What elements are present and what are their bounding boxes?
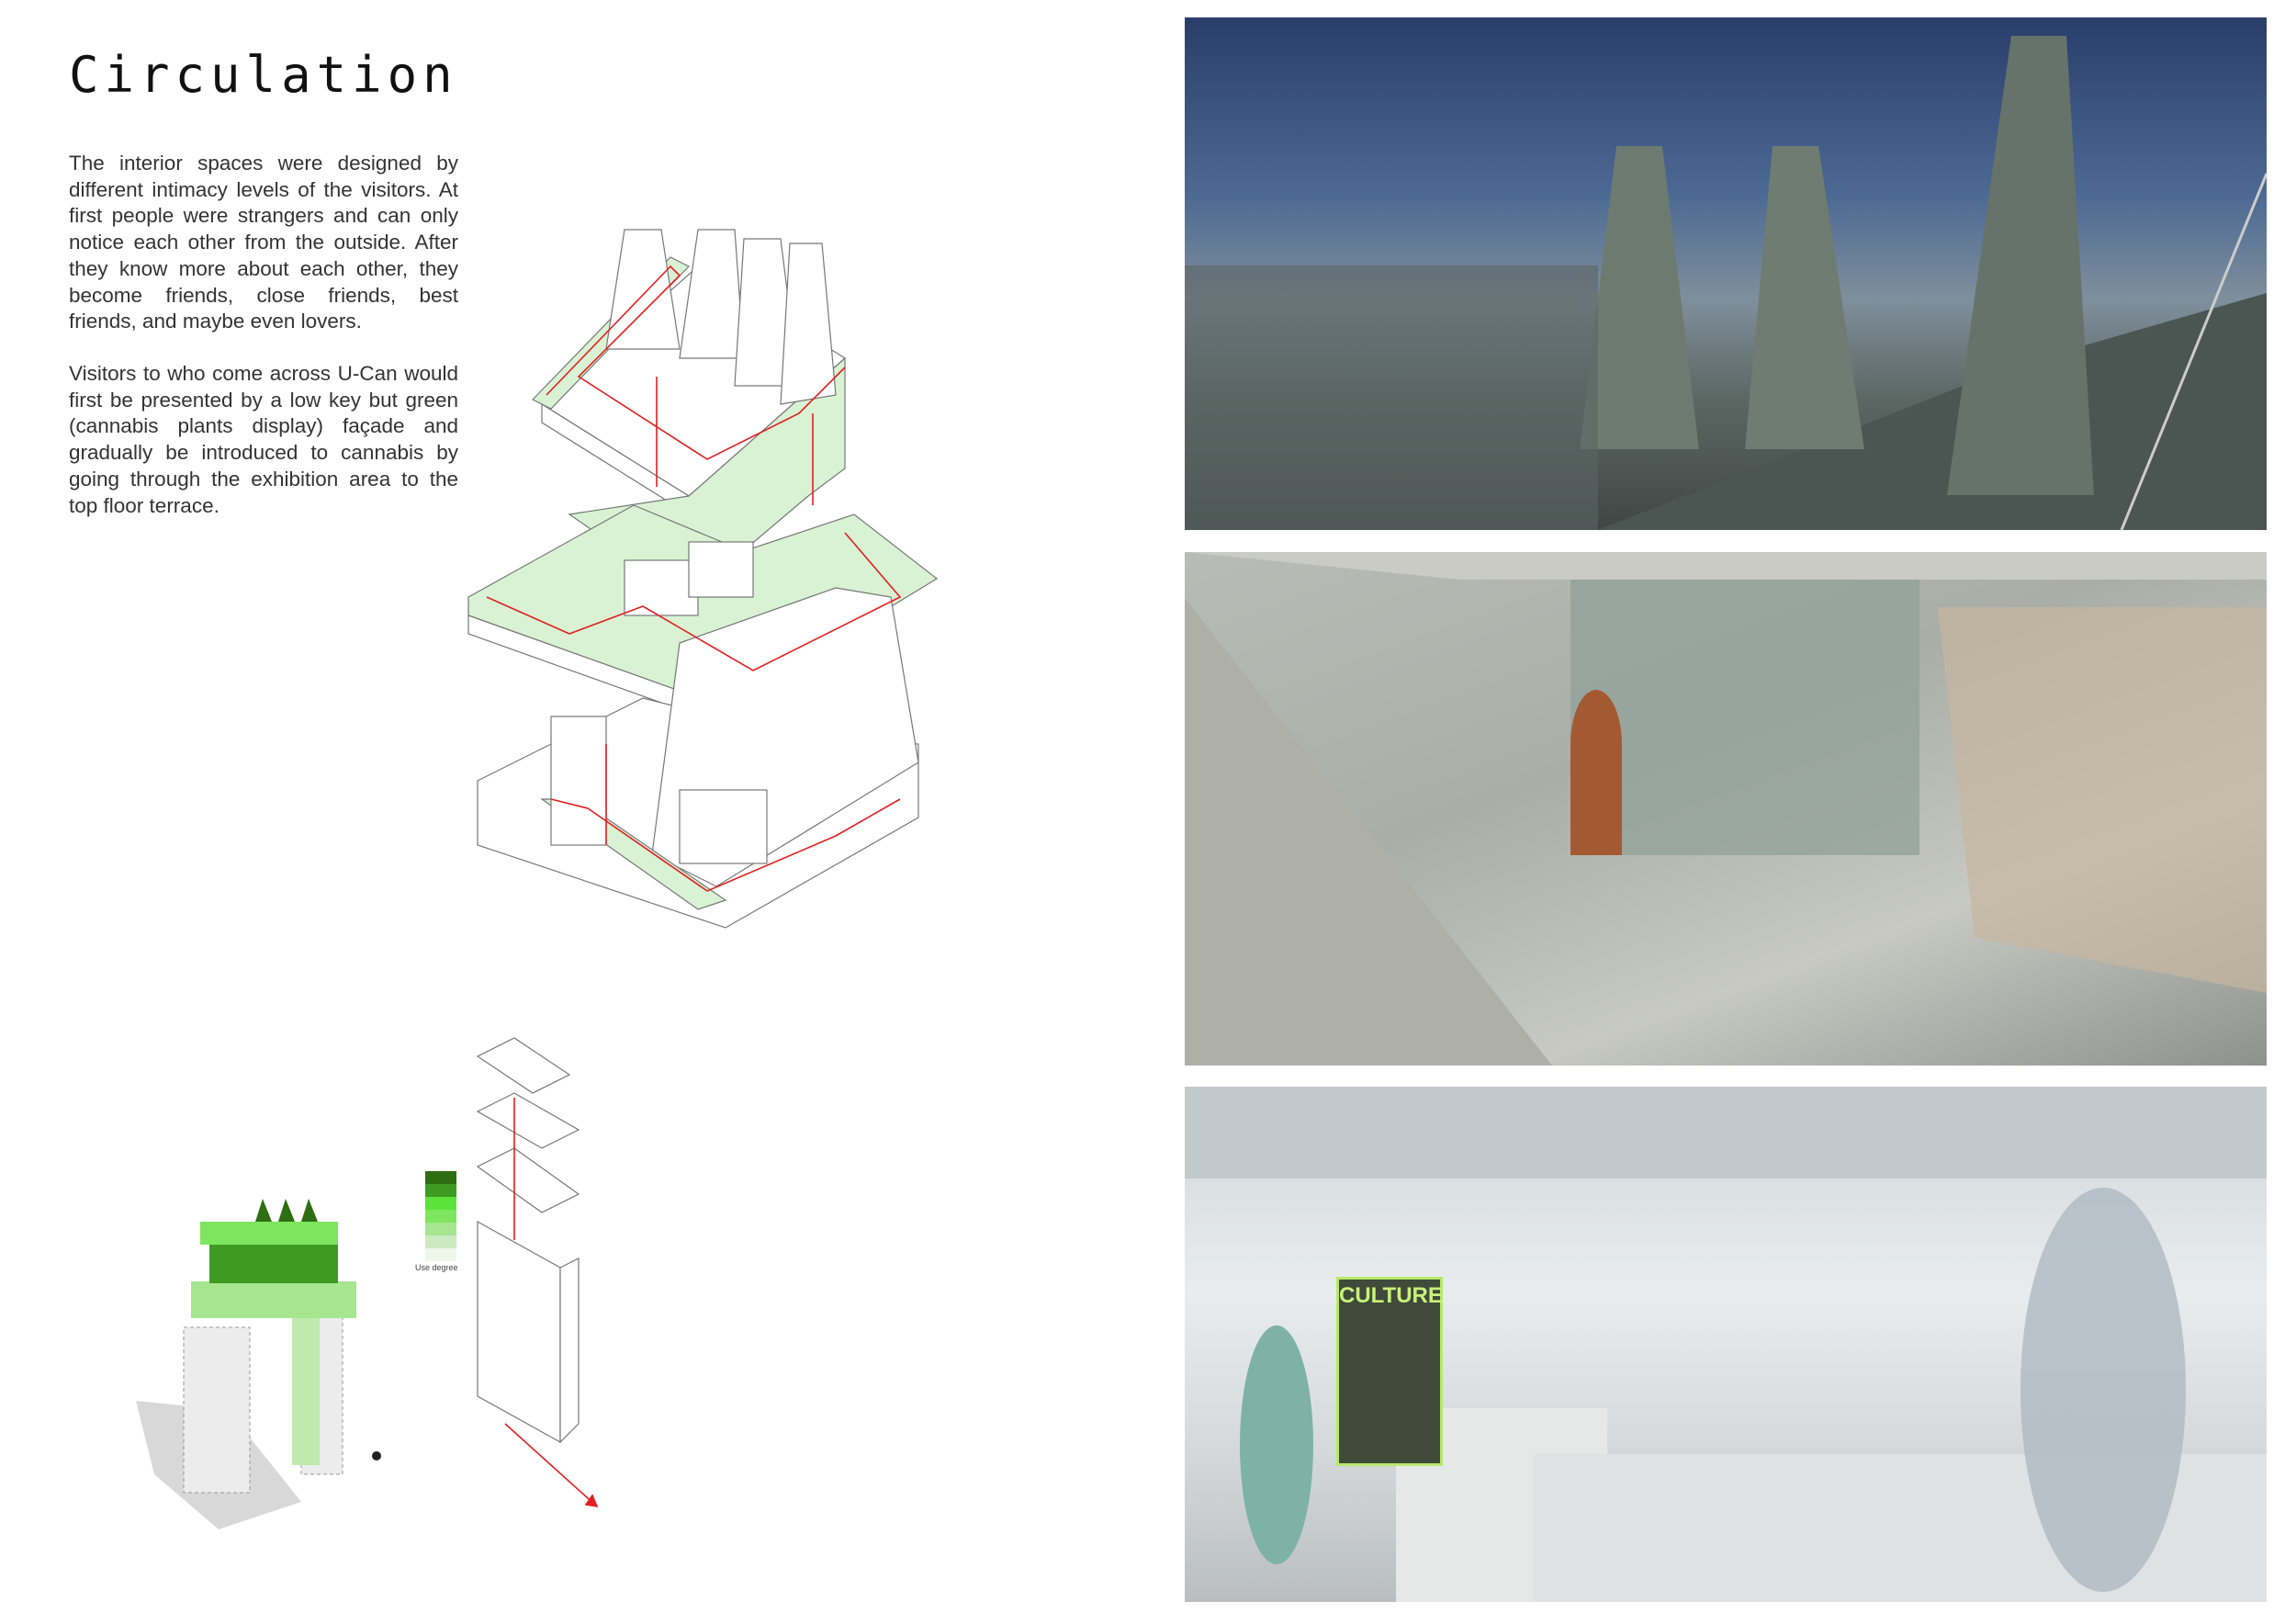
legend-swatch: [425, 1197, 456, 1210]
legend-swatch: [425, 1171, 456, 1184]
circulation-path: [486, 265, 902, 1508]
legend-swatch: [425, 1210, 456, 1223]
stair-core: [476, 1037, 571, 1094]
legend-swatch: [425, 1223, 456, 1235]
brick-tower: [1745, 146, 1864, 449]
intro-paragraph: The interior spaces were designed by dif…: [69, 152, 458, 333]
chimney-tower: [780, 242, 837, 405]
use-degree-legend: [425, 1171, 456, 1261]
brick-tower: [1580, 146, 1699, 449]
rooftop-terrace-rendering: [1185, 17, 2267, 530]
exploded-axonometric-diagram: [467, 229, 939, 1508]
poster-title: CULTURE: [1339, 1283, 1443, 1308]
visitor-paragraph: Visitors to who come across U-Can would …: [69, 362, 458, 517]
legend-swatch: [425, 1184, 456, 1197]
chimney-tower: [679, 229, 745, 359]
staircase-rendering: [1185, 552, 2267, 1066]
legend-label: Use degree: [415, 1263, 458, 1272]
legend-swatch: [425, 1235, 456, 1248]
page-title: Circulation: [69, 46, 458, 104]
culture-poster: CULTURE: [1336, 1277, 1443, 1466]
use-degree-massing-diagram: [136, 1199, 381, 1529]
chimney-tower: [605, 229, 681, 350]
brick-tower: [1947, 36, 2094, 495]
legend-swatch: [425, 1248, 456, 1261]
